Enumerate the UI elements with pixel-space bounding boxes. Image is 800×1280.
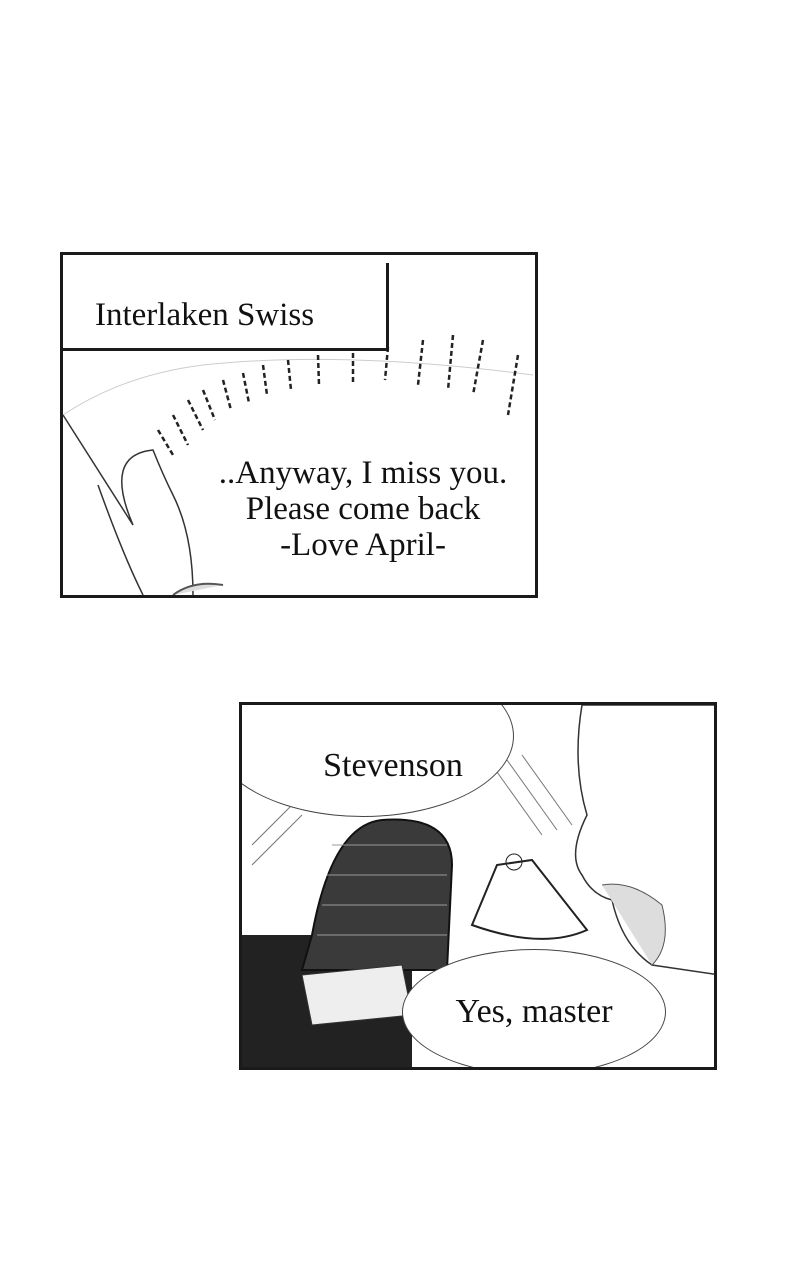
letter-line: ..Anyway, I miss you. xyxy=(218,455,508,491)
hand-holding-letter-illustration xyxy=(63,334,534,595)
comic-panel-letter: Interlaken Swiss ..Anyway, I miss you. P… xyxy=(60,252,538,598)
speech-text: Stevenson xyxy=(323,747,463,784)
speech-bubble: Yes, master xyxy=(402,949,666,1067)
location-caption: Interlaken Swiss xyxy=(95,297,315,333)
location-caption-box: Interlaken Swiss xyxy=(63,263,389,351)
letter-text: ..Anyway, I miss you. Please come back -… xyxy=(193,455,533,563)
speech-text: Yes, master xyxy=(455,993,613,1030)
comic-panel-study: Stevenson Yes, master xyxy=(239,702,717,1070)
letter-line: Please come back xyxy=(245,491,481,527)
letter-line: -Love April- xyxy=(280,527,446,563)
study-room-illustration xyxy=(242,705,714,1067)
